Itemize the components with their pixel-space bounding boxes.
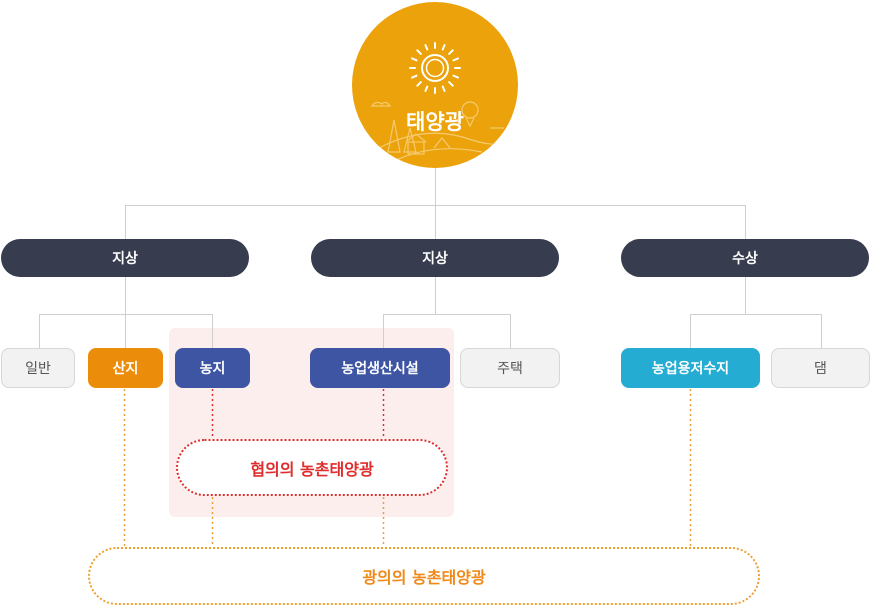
root-label: 태양광 — [406, 110, 464, 134]
landscape-illustration — [370, 101, 518, 163]
solar-root-node: 태양광 — [352, 2, 518, 168]
broad-rural-solar-label: 광의의 농촌태양광 — [88, 547, 760, 605]
sun-icon — [409, 42, 461, 94]
narrow-rural-solar-label: 협의의 농촌태양광 — [176, 439, 448, 496]
item-general: 일반 — [1, 348, 75, 388]
category-ground-1: 지상 — [1, 239, 249, 277]
category-floating: 수상 — [621, 239, 869, 277]
item-mountain: 산지 — [88, 348, 163, 388]
item-agri-reservoir: 농업용저수지 — [621, 348, 760, 388]
item-agri-facility: 농업생산시설 — [310, 348, 450, 388]
category-ground-2: 지상 — [311, 239, 559, 277]
item-farmland: 농지 — [175, 348, 250, 388]
item-dam: 댐 — [771, 348, 870, 388]
item-housing: 주택 — [460, 348, 560, 388]
